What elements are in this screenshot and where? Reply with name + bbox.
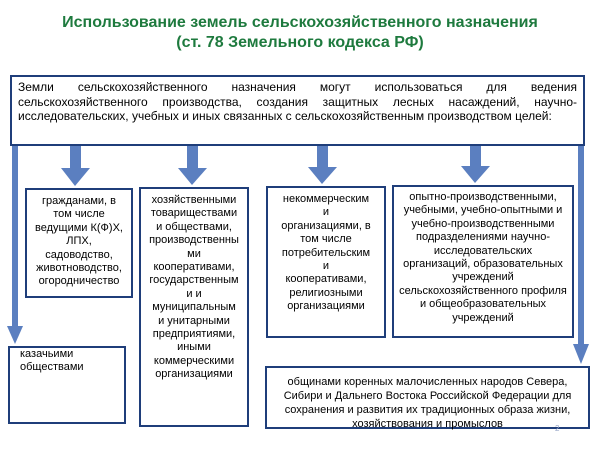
noncommercial-box: некоммерческим и организациями, в том чи… — [266, 186, 386, 338]
text-line: муниципальным — [152, 301, 236, 314]
page-number: 2 — [555, 424, 560, 433]
text-line: организациями, в — [281, 219, 371, 232]
text-line: ми — [187, 247, 201, 260]
text-line: религиозными — [289, 286, 363, 299]
text-line: гражданами, в — [42, 195, 116, 207]
text-line: предприятиями, — [152, 328, 236, 341]
arrow-to-partnerships — [178, 146, 207, 185]
indigenous-box: общинами коренных малочисленных народов … — [265, 366, 590, 430]
text-line: обществами — [20, 361, 84, 374]
text-line: ЛПХ, — [66, 235, 92, 248]
research-box: опытно-производственными, учебными, учеб… — [392, 185, 574, 338]
partnerships-box: хозяйственными товариществами и общества… — [139, 187, 249, 427]
text-line: учебно-производственными — [411, 217, 555, 230]
arrow-to-citizens — [61, 146, 90, 186]
text-line: кооперативами, — [153, 261, 235, 274]
text-line: иными — [177, 341, 211, 354]
arrow-to-research — [461, 146, 490, 183]
text-line: производственны — [149, 234, 239, 247]
text-line: кооперативами, — [285, 273, 367, 286]
page-subtitle: (ст. 78 Земельного кодекса РФ) — [176, 34, 424, 51]
text-line: учреждений — [452, 271, 514, 284]
text-line: том числе — [300, 233, 352, 246]
text-line: общинами коренных малочисленных народов … — [287, 376, 568, 388]
text-line: и — [322, 206, 330, 219]
citizens-box: гражданами, в том числе ведущими К(Ф)Х, … — [25, 188, 133, 298]
arrow-to-noncommercial — [308, 146, 337, 184]
text-line: сохранения и развития их традиционных об… — [284, 404, 571, 416]
text-line: коммерческими — [153, 354, 235, 367]
cossacks-box: казачьими обществами — [8, 346, 126, 424]
text-line: некоммерческим — [282, 193, 370, 205]
text-line: Сибири и Дальнего Востока Российской Фед… — [283, 390, 572, 402]
text-line: и и — [186, 287, 202, 300]
text-line: животноводство, — [36, 262, 122, 275]
arrow-to-cossacks — [7, 146, 23, 344]
text-line: ведущими К(Ф)Х, — [35, 221, 123, 234]
text-line: потребительским — [281, 246, 371, 259]
text-line: казачьими — [20, 348, 74, 360]
text-line: организациями — [155, 368, 233, 381]
text-line: том числе — [53, 208, 105, 221]
text-line: хозяйственными — [151, 194, 237, 206]
text-line: и — [322, 260, 330, 273]
text-line: товариществами — [150, 207, 238, 220]
text-line: и общеобразовательных — [419, 298, 547, 311]
text-line: садоводство, — [45, 248, 113, 261]
page-title: Использование земель сельскохозяйственно… — [62, 14, 538, 31]
text-line: организациями — [287, 300, 365, 313]
text-line: хозяйствования и промыслов — [352, 418, 503, 430]
text-line: организаций, образовательных — [403, 258, 563, 271]
text-line: огородничество — [38, 275, 120, 288]
text-line: опытно-производственными, — [409, 191, 557, 203]
main-description-box: Земли сельскохозяйственного назначения м… — [10, 75, 585, 146]
text-line: сельскохозяйственного профиля — [399, 284, 567, 297]
text-line: и унитарными — [158, 314, 230, 327]
text-line: учебными, учебно-опытными и — [403, 204, 563, 217]
text-line: исследовательских — [433, 244, 533, 257]
text-line: учреждений — [452, 311, 514, 324]
text-line: подразделениями научно- — [416, 231, 550, 244]
text-line: и обществами, — [156, 220, 232, 233]
arrow-to-indigenous — [573, 146, 589, 364]
main-description-text: Земли сельскохозяйственного назначения м… — [18, 80, 577, 124]
text-line: государственным — [149, 274, 239, 287]
